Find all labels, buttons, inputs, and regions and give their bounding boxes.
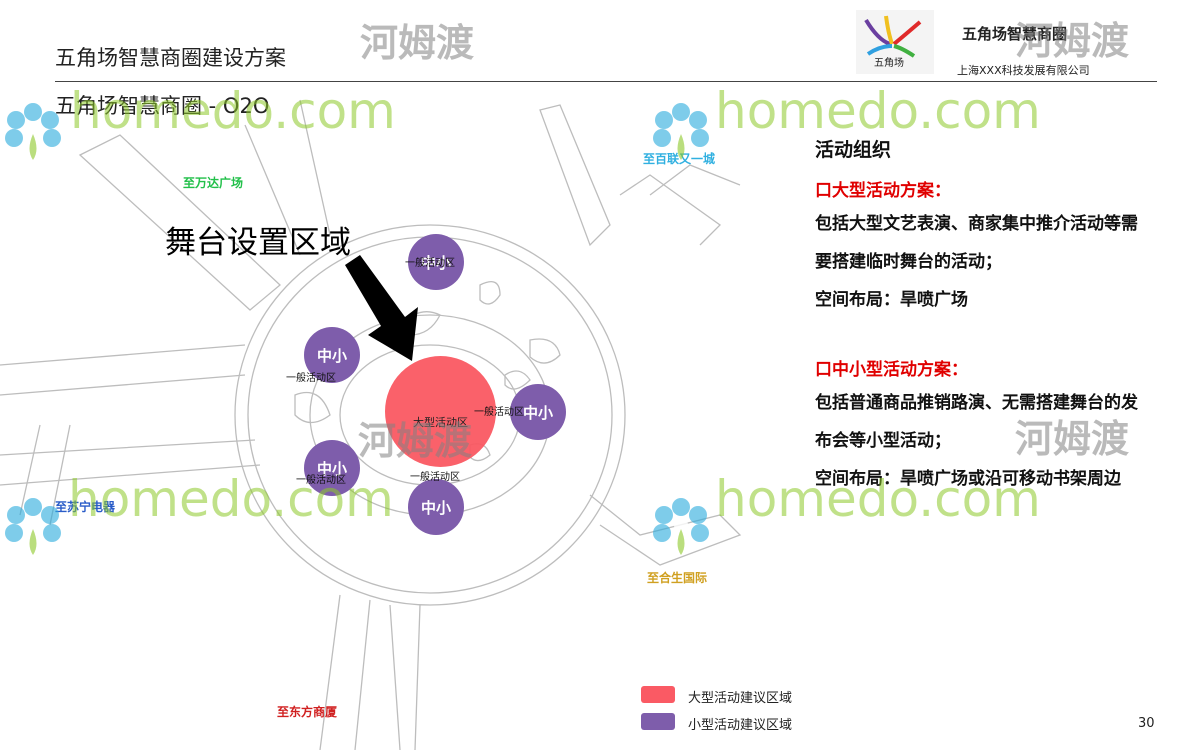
general-zone-label: 一般活动区 [296, 475, 346, 486]
activity-panel: 活动组织 口大型活动方案： 包括大型文艺表演、商家集中推介活动等需要搭建临时舞台… [815, 135, 1145, 498]
panel-heading: 活动组织 [815, 139, 892, 161]
watermark-latin: homedo.com [715, 470, 1041, 528]
large-plan-layout: 空间布局：旱喷广场 [815, 290, 968, 310]
legend-swatch-small [641, 713, 675, 730]
legend-label-large: 大型活动建议区域 [688, 691, 793, 706]
destination-wanda: 至万达广场 [183, 176, 244, 190]
header-divider [55, 81, 1157, 82]
general-zone-label: 一般活动区 [405, 258, 455, 269]
large-zone-label: 大型活动区 [413, 415, 468, 429]
watermark-chinese: 河姆渡 [1015, 19, 1130, 63]
legend-label-small: 小型活动建议区域 [688, 718, 793, 733]
company-name: 上海XXX科技发展有限公司 [957, 64, 1090, 77]
watermark-flower-icon [2, 495, 64, 557]
watermark-flower-icon [650, 495, 712, 557]
general-zone-label: 一般活动区 [474, 407, 524, 418]
watermark-latin: homedo.com [715, 82, 1041, 140]
watermark-latin: homedo.com [68, 470, 394, 528]
legend-swatch-large [641, 686, 675, 703]
page-number: 30 [1138, 716, 1155, 731]
destination-bailian: 至百联又一城 [643, 152, 716, 166]
small-activity-zone: 中小 [304, 440, 360, 496]
destination-hesheng: 至合生国际 [647, 571, 708, 585]
watermark-chinese: 河姆渡 [1015, 417, 1130, 461]
small-activity-zone: 中小 [510, 384, 566, 440]
destination-dongfang: 至东方商厦 [277, 705, 338, 719]
watermark-flower-icon [2, 100, 64, 162]
logo-text: 五角场 [874, 56, 904, 69]
large-plan-title: 口大型活动方案： [815, 181, 951, 201]
large-activity-zone: 大型活动区 [385, 356, 496, 467]
watermark-flower-icon [650, 100, 712, 162]
watermark-chinese: 河姆渡 [360, 21, 475, 65]
watermark-latin: homedo.com [70, 82, 396, 140]
small-plan-layout: 空间布局：旱喷广场或沿可移动书架周边 [815, 469, 1121, 489]
small-activity-zone: 中小 [408, 479, 464, 535]
brand-name: 五角场智慧商圈 [962, 25, 1068, 43]
general-zone-label: 一般活动区 [410, 472, 460, 483]
large-plan-description: 包括大型文艺表演、商家集中推介活动等需要搭建临时舞台的活动； [815, 214, 1138, 272]
page-title: 五角场智慧商圈建设方案 [55, 46, 286, 70]
small-plan-description: 包括普通商品推销路演、无需搭建舞台的发布会等小型活动； [815, 393, 1138, 451]
small-activity-zone: 中小 [408, 234, 464, 290]
general-zone-label: 一般活动区 [286, 373, 336, 384]
watermark-chinese: 河姆渡 [358, 419, 473, 463]
small-activity-zone: 中小 [304, 327, 360, 383]
destination-suning: 至苏宁电器 [55, 500, 116, 514]
small-plan-title: 口中小型活动方案： [815, 360, 968, 380]
brand-logo: 五角场 [856, 10, 934, 74]
page-subtitle: 五角场智慧商圈 - O2O [55, 94, 270, 118]
stage-area-label: 舞台设置区域 [165, 225, 351, 261]
